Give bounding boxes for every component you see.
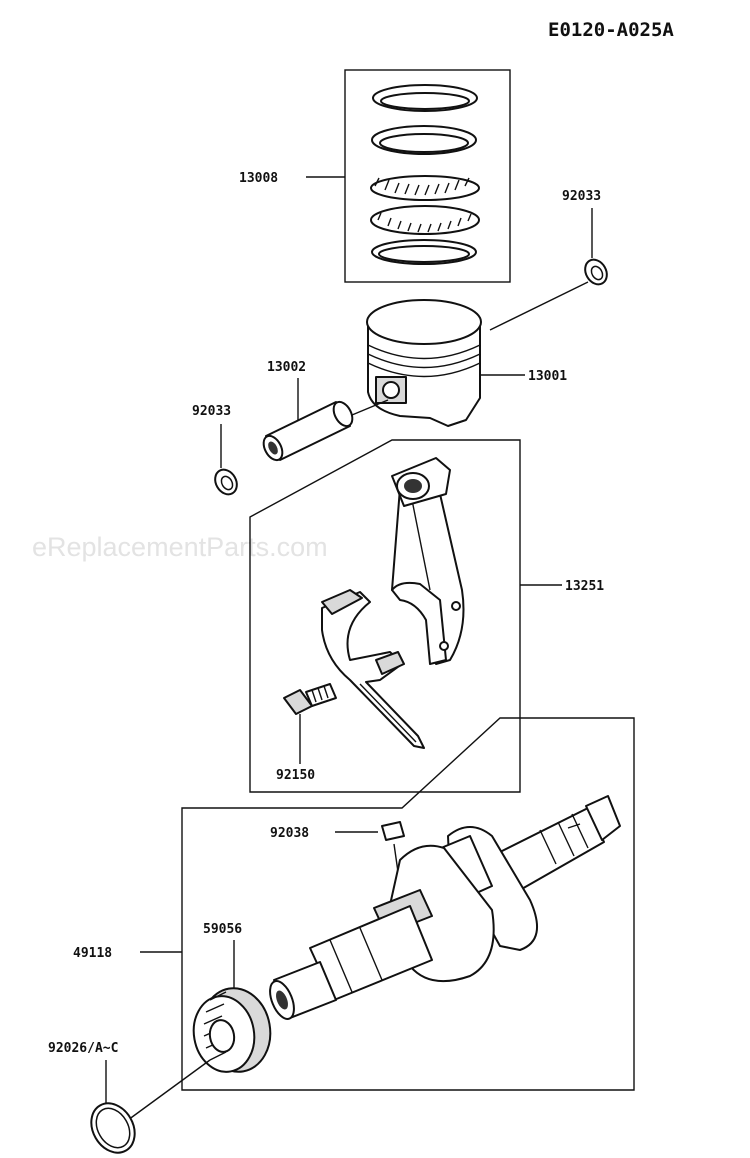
diagram-code: E0120-A025A [548,19,674,41]
piston-ring-set[interactable] [344,69,511,283]
rod-bolt[interactable] [283,683,337,715]
label-piston: 13001 [528,369,567,384]
label-circlip-left: 92033 [192,404,231,419]
label-circlip-right: 92033 [562,189,601,204]
piston[interactable] [366,299,482,427]
circlip-right[interactable] [581,256,611,289]
watermark: eReplacementParts.com [32,532,328,562]
label-key: 92038 [270,826,309,841]
label-piston-pin: 13002 [267,360,306,375]
connecting-rod[interactable] [391,457,465,665]
rod-cap[interactable] [321,589,425,749]
label-rod-bolt: 92150 [276,768,315,783]
label-crank-ring: 92026/A~C [48,1041,118,1056]
ring-set-box [344,69,511,283]
crankshaft-box [181,717,635,1091]
circlip-left[interactable] [211,466,241,499]
label-crank-gear: 59056 [203,922,242,937]
label-piston-ring-set: 13008 [239,171,278,186]
key[interactable] [381,821,405,841]
label-connecting-rod: 13251 [565,579,604,594]
label-crankshaft: 49118 [73,946,112,961]
crankshaft[interactable] [265,795,621,1022]
crank-gear[interactable] [188,983,277,1078]
conrod-box [249,439,521,793]
piston-pin[interactable] [260,399,356,463]
crank-ring[interactable] [83,1095,144,1158]
